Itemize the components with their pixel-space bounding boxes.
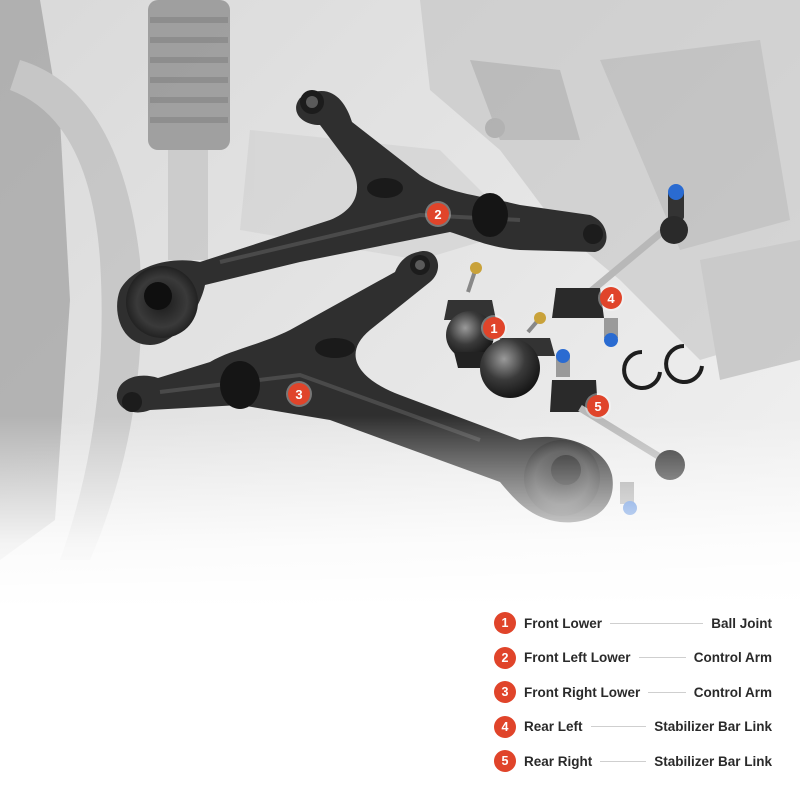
- leader-line: [610, 622, 704, 624]
- callout-5: 5: [587, 395, 609, 417]
- parts-legend: 1 Front Lower Ball Joint 2 Front Left Lo…: [494, 606, 772, 779]
- legend-position: Rear Right: [524, 753, 593, 769]
- legend-badge: 2: [494, 646, 516, 669]
- legend-part: Stabilizer Bar Link: [654, 719, 772, 735]
- legend-row-5: 5 Rear Right Stabilizer Bar Link: [494, 744, 772, 779]
- leader-line: [590, 726, 647, 728]
- legend-badge: 4: [494, 715, 516, 738]
- leader-line: [638, 657, 686, 659]
- legend-position: Front Lower: [524, 615, 602, 631]
- legend-part: Ball Joint: [711, 615, 772, 631]
- legend-position: Front Left Lower: [524, 650, 631, 666]
- legend-row-1: 1 Front Lower Ball Joint: [494, 606, 772, 641]
- legend-row-3: 3 Front Right Lower Control Arm: [494, 675, 772, 710]
- legend-part: Stabilizer Bar Link: [654, 753, 772, 769]
- legend-badge: 3: [494, 681, 516, 704]
- legend-position: Front Right Lower: [524, 684, 641, 700]
- leader-line: [648, 691, 686, 693]
- legend-part: Control Arm: [693, 650, 772, 666]
- legend-part: Control Arm: [693, 684, 772, 700]
- callout-2: 2: [427, 203, 449, 225]
- legend-row-4: 4 Rear Left Stabilizer Bar Link: [494, 710, 772, 745]
- legend-badge: 1: [494, 612, 516, 635]
- legend-row-2: 2 Front Left Lower Control Arm: [494, 641, 772, 676]
- leader-line: [600, 760, 647, 762]
- callout-4: 4: [600, 287, 622, 309]
- legend-position: Rear Left: [524, 719, 583, 735]
- callout-1: 1: [483, 317, 505, 339]
- callout-3: 3: [288, 383, 310, 405]
- legend-badge: 5: [494, 750, 516, 773]
